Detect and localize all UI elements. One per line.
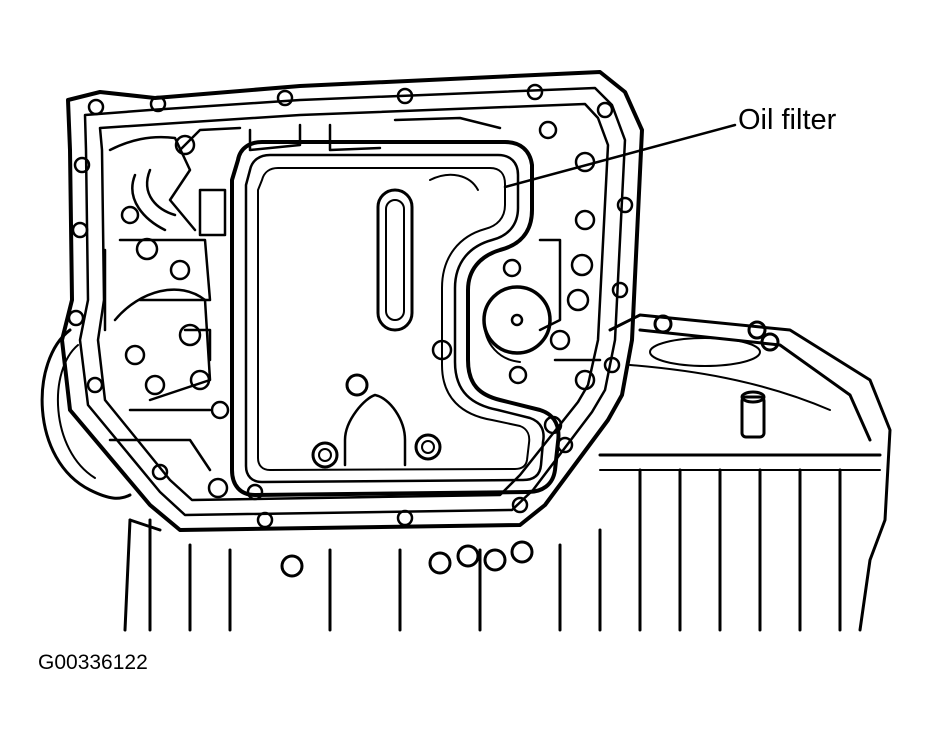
pump-housing [40,328,132,500]
valve-body [103,116,602,501]
transmission-case [598,313,892,632]
flange-bolt-holes [67,83,634,529]
figure-code: G00336122 [38,651,148,674]
oil-filter [230,140,561,497]
lower-pan-housing [123,518,602,632]
callout-leader-line [503,123,737,189]
oil-filter-callout-label: Oil filter [738,104,837,136]
